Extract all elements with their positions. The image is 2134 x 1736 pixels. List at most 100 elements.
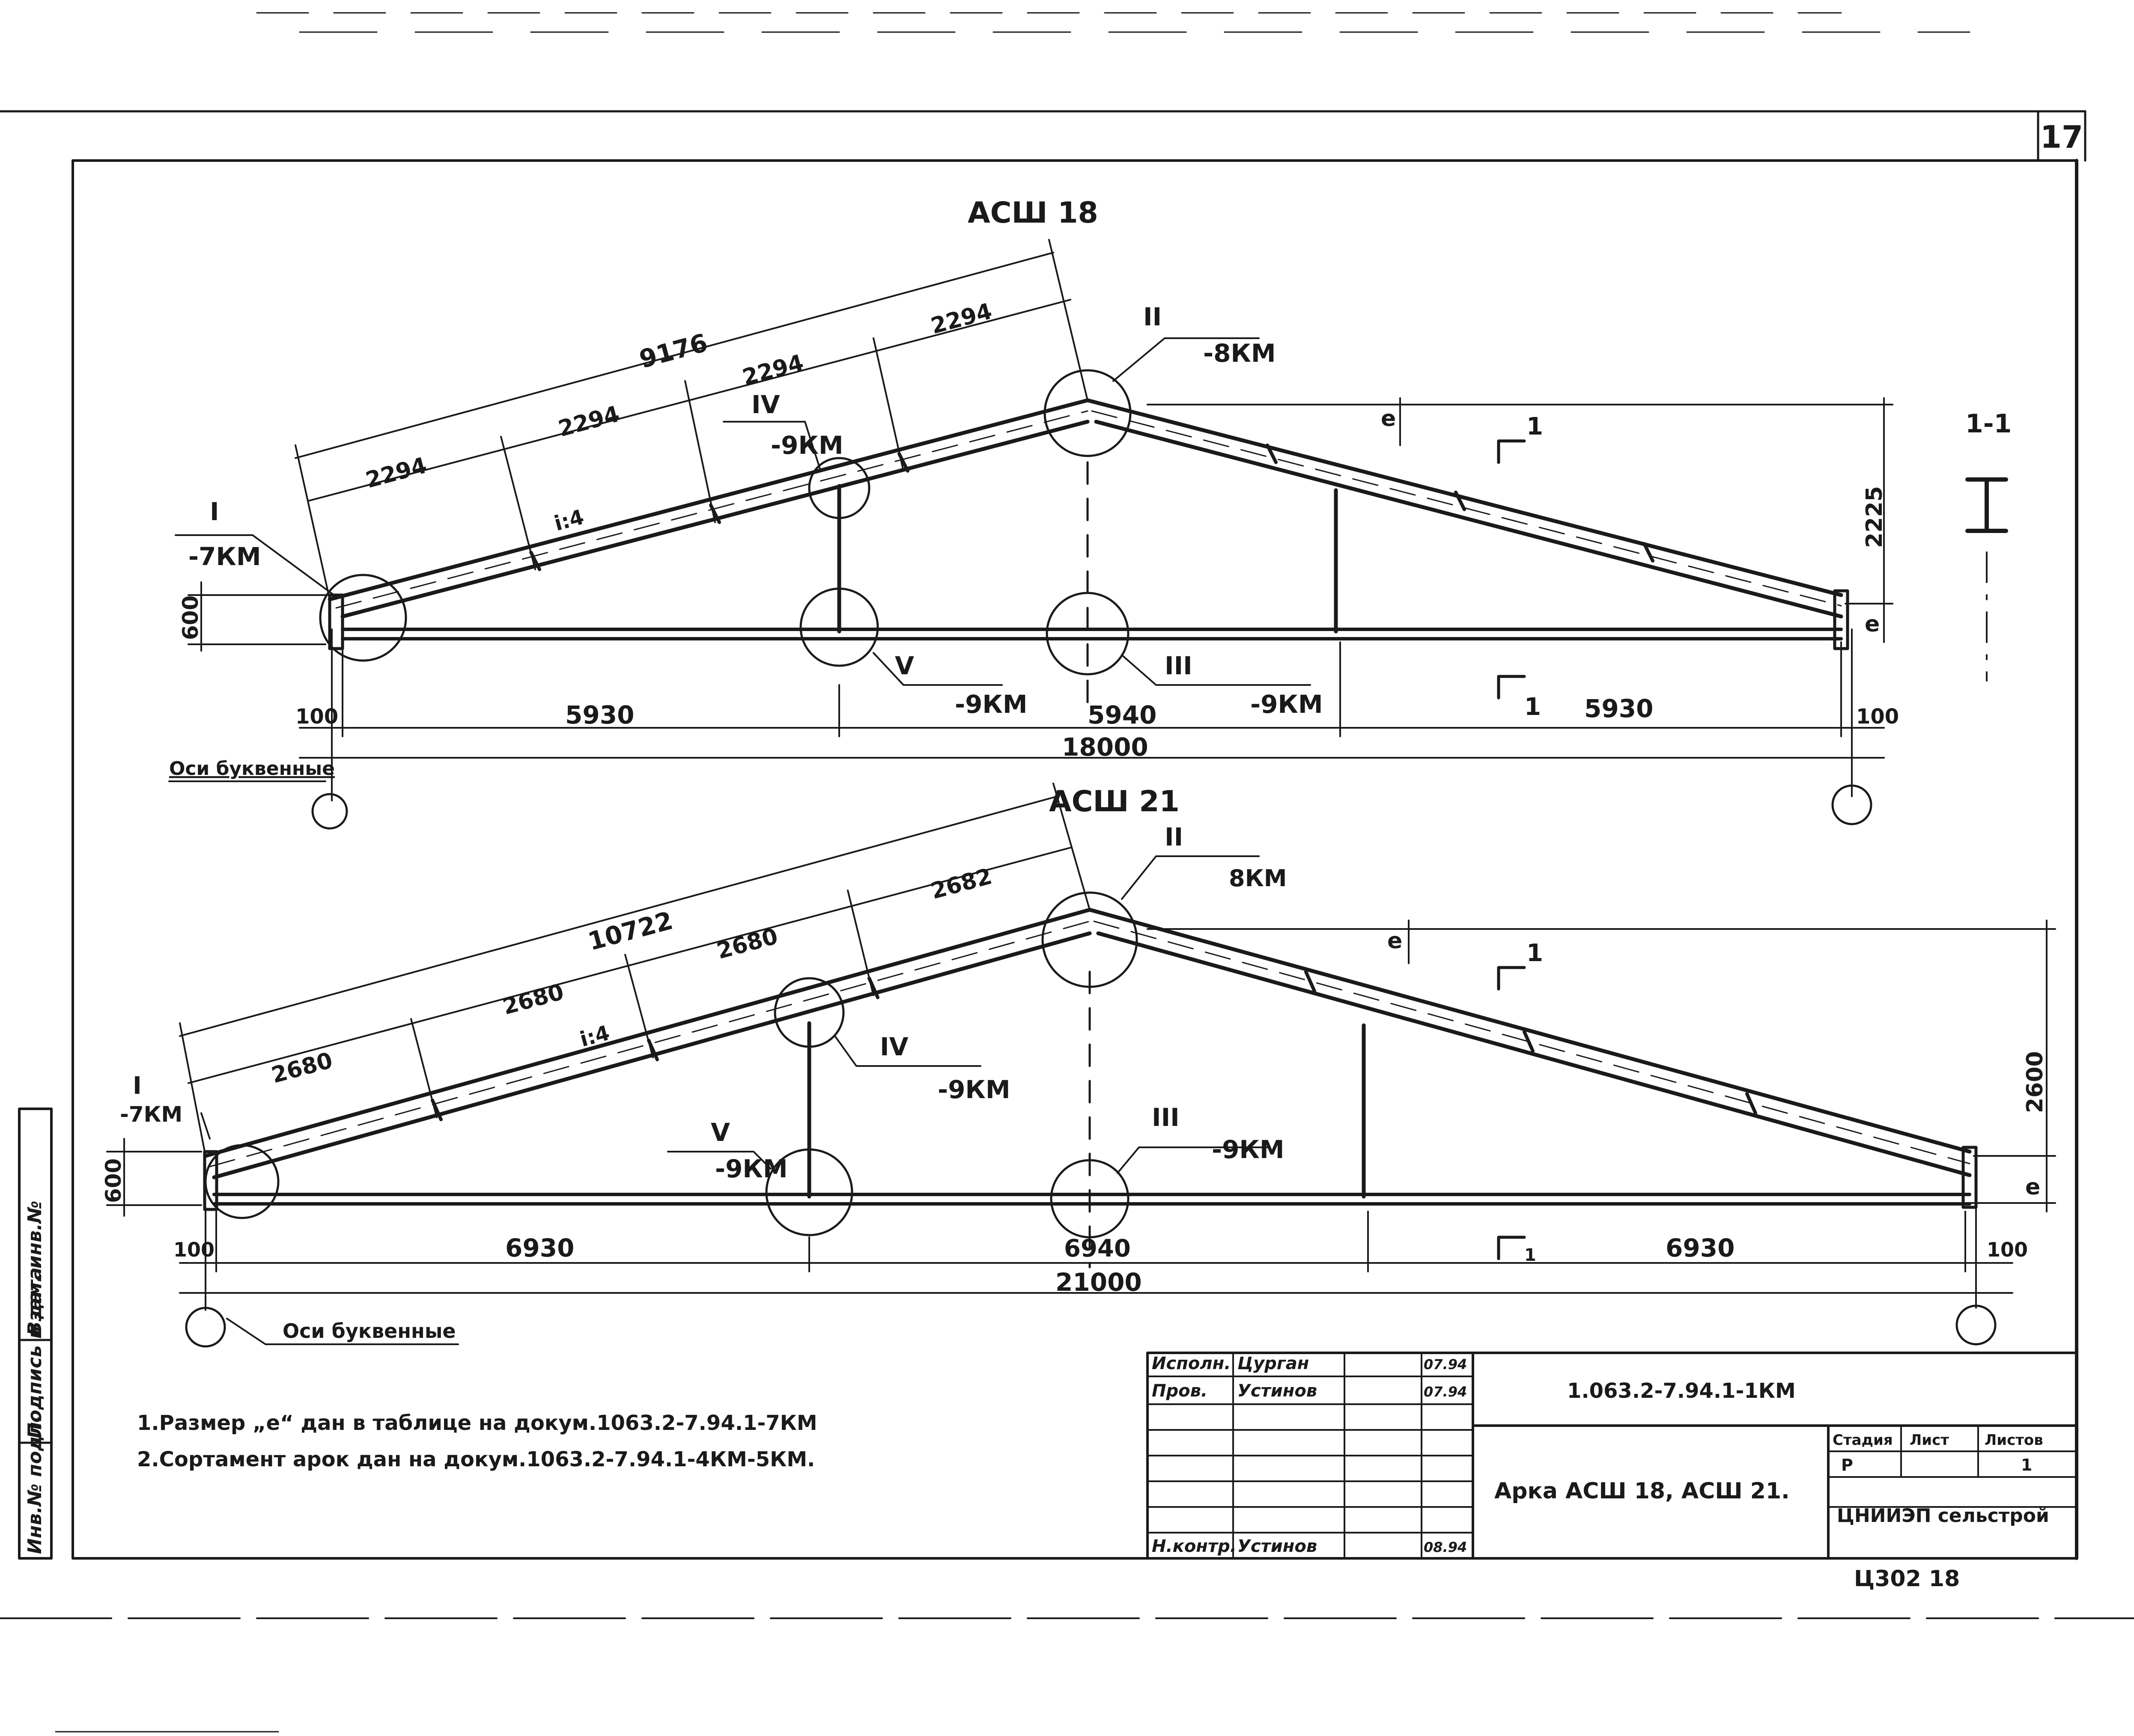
note-2: 2.Сортамент арок дан на докум.1063.2-7.9… [137, 1447, 815, 1471]
tb-stage: Р [1841, 1456, 1853, 1474]
truss-b-top-seg-2: 2680 [500, 979, 566, 1020]
truss-b-dim-1: 6930 [505, 1233, 574, 1263]
tb-name-2: Устинов [1237, 1381, 1317, 1401]
truss-b-e-mark-top: е [1387, 928, 1402, 954]
tb-stage-header: Стадия [1833, 1432, 1893, 1449]
truss-a-section-cut [1497, 439, 1526, 700]
section-label: 1-1 [1965, 409, 2012, 439]
node-a-1-number: I [210, 497, 219, 526]
node-b-1-number: I [133, 1072, 142, 1100]
truss-b-tie [203, 971, 1978, 1269]
node-b-5-circle [765, 1148, 853, 1236]
node-b-4-number: IV [880, 1032, 909, 1061]
truss-b-e-mark-bottom: е [2025, 1174, 2040, 1200]
node-b-3-ref: -9КМ [1212, 1135, 1285, 1164]
truss-asch21: АСШ 21 [101, 783, 2056, 1348]
truss-a-top-total: 9176 [636, 328, 711, 374]
truss-b-dim-3: 6930 [1666, 1233, 1735, 1263]
truss-b-axis-bubble-left [185, 1307, 226, 1348]
node-a-3-number: III [1165, 651, 1192, 680]
stamp-inv-number: Инв.№ подл. [24, 1415, 46, 1554]
node-b-3-circle [1050, 1159, 1130, 1239]
truss-b-eave-height: 600 [101, 1158, 126, 1203]
node-b-4-ref: -9КМ [938, 1075, 1010, 1104]
tb-date-2: 07.94 [1424, 1384, 1467, 1400]
tb-doc-code: 1.063.2-7.94.1-1КМ [1567, 1379, 1796, 1403]
truss-a-height-dimension [188, 397, 1893, 652]
truss-a-eave-height: 600 [178, 596, 203, 640]
node-a-5-ref: -9КМ [955, 690, 1028, 719]
note-1: 1.Размер „е“ дан в таблице на докум.1063… [137, 1411, 817, 1435]
truss-a-tie [328, 461, 1849, 703]
truss-a-top-seg-4: 2294 [928, 298, 995, 339]
truss-a-top-chord [328, 398, 1843, 619]
truss-b-dim-2: 6940 [1064, 1235, 1131, 1263]
tb-date-3: 08.94 [1424, 1539, 1467, 1555]
node-b-5-ref: -9КМ [715, 1154, 788, 1183]
truss-b-section-cut [1497, 966, 1526, 1260]
truss-b-axis-bubble-right [1955, 1304, 1997, 1346]
truss-b-node-leaders [200, 855, 1268, 1174]
truss-a-axis-bubble-left [311, 793, 348, 830]
node-a-3-ref: -9КМ [1250, 690, 1323, 719]
truss-b-top-seg-4: 2682 [928, 864, 995, 904]
node-a-1-circle [319, 574, 407, 662]
truss-a-bottom-dimension-lines [299, 628, 1885, 801]
sheet-frame [0, 12, 2134, 1733]
truss-a-axis-bubble-right [1831, 784, 1872, 825]
truss-a-section-mark-top: 1 [1526, 413, 1543, 441]
tb-name-3: Устинов [1237, 1536, 1317, 1556]
node-a-1-ref: -7КМ [188, 542, 261, 571]
truss-a-top-dimension-lines [295, 239, 1088, 600]
truss-b-section-mark-top: 1 [1526, 939, 1543, 967]
node-b-2-ref: 8КМ [1229, 865, 1287, 892]
truss-b-slope: i:4 [578, 1021, 612, 1052]
truss-a-total-span: 18000 [1062, 733, 1148, 762]
truss-b-title: АСШ 21 [1049, 785, 1180, 819]
tb-sheet-header: Лист [1910, 1432, 1949, 1449]
node-a-2-circle [1043, 369, 1132, 457]
node-a-5-number: V [895, 651, 914, 680]
truss-b-height: 2600 [2022, 1051, 2048, 1113]
truss-a-e-mark-top: е [1381, 406, 1396, 432]
node-a-2-ref: -8КМ [1203, 339, 1276, 368]
node-b-1-circle [204, 1144, 280, 1219]
truss-a-dim-4: 100 [1856, 705, 1899, 729]
side-stamp: Инв.№ подл. Подпись и дата Взам. инв.№ [18, 1108, 53, 1560]
node-a-5-circle [799, 587, 879, 667]
truss-b-dim-0: 100 [173, 1238, 215, 1261]
notes: 1.Размер „е“ дан в таблице на докум.1063… [137, 1411, 817, 1471]
truss-b-axes-label: Оси буквенные [283, 1319, 456, 1343]
truss-a-axes-label: Оси буквенные [169, 758, 335, 780]
truss-a-section-mark-bottom: 1 [1524, 693, 1541, 721]
truss-a-e-mark-bottom: е [1865, 611, 1880, 637]
truss-a-top-seg-1: 2294 [363, 453, 429, 493]
node-b-4-circle [774, 977, 845, 1048]
node-b-3-number: III [1152, 1103, 1180, 1132]
title-block [1146, 1352, 2078, 1560]
tb-role-1: Исполн. [1152, 1354, 1231, 1373]
tb-footer: Ц302 18 [1854, 1566, 1960, 1592]
truss-b-top-chord [203, 908, 1972, 1179]
tb-role-2: Пров. [1152, 1381, 1207, 1401]
tb-date-1: 07.94 [1424, 1356, 1467, 1373]
stamp-replaced-inv: Взам. инв.№ [24, 1200, 46, 1336]
node-a-4-ref: -9КМ [771, 431, 843, 460]
truss-b-height-dimension [106, 920, 2056, 1217]
truss-a-dim-2: 5940 [1088, 700, 1156, 730]
tb-name-1: Цурган [1237, 1354, 1309, 1373]
node-b-1-ref: -7КМ [120, 1102, 182, 1127]
truss-b-total-span: 21000 [1055, 1268, 1142, 1297]
truss-b-top-dimension-lines [179, 783, 1091, 1157]
node-b-5-number: V [711, 1118, 730, 1147]
truss-b-section-mark-bottom: 1 [1524, 1245, 1536, 1265]
node-b-2-circle [1041, 891, 1138, 988]
tb-organization: ЦНИИЭП сельстрой [1837, 1505, 2049, 1527]
node-b-2-number: II [1165, 822, 1183, 852]
truss-b-top-seg-3: 2680 [714, 923, 781, 964]
tb-drawing-title: Арка АСШ 18, АСШ 21. [1494, 1478, 1790, 1504]
truss-a-dim-0: 100 [295, 705, 338, 729]
node-a-4-circle [808, 457, 870, 519]
